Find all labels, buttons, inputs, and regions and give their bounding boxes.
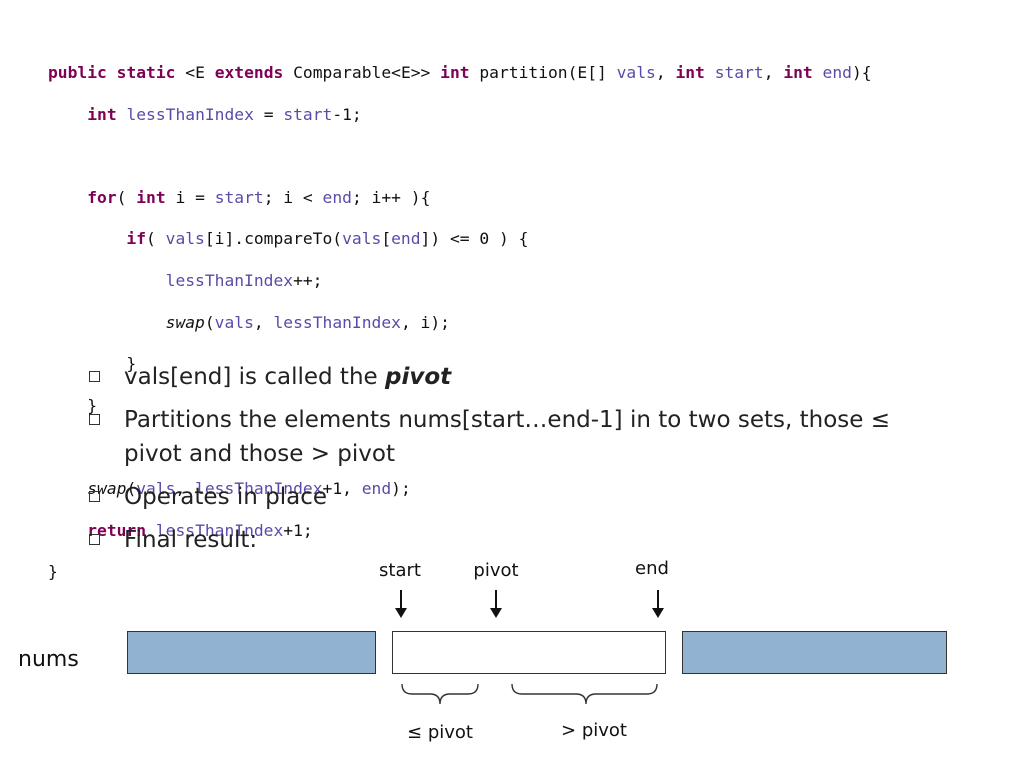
end-label: end (635, 558, 669, 579)
code-token: } (48, 562, 58, 582)
le-pivot-brace-icon (401, 683, 479, 705)
bullet-text: Partitions the elements nums[start…end-1… (124, 407, 890, 467)
code-token: int (87, 104, 117, 124)
code-token: = (253, 104, 284, 124)
partition-array-segment (392, 631, 666, 674)
code-line-6: lessThanIndex++; (48, 271, 872, 292)
bullet-emphasis: pivot (385, 364, 452, 390)
nums-label: nums (18, 647, 79, 672)
bullet-item: Final result: (86, 523, 946, 557)
code-line-13: } (48, 562, 872, 583)
code-token: swap (165, 312, 205, 332)
pivot-label: pivot (473, 560, 519, 581)
code-line-1: public static <E extends Comparable<E>> … (48, 63, 872, 84)
code-line-11: swap(vals, lessThanIndex+1, end); (48, 479, 872, 500)
code-line-4: for( int i = start; i < end; i++ ){ (48, 188, 872, 209)
end-arrow-icon (652, 590, 664, 618)
code-token: ( (126, 478, 137, 498)
code-token: i = (165, 187, 215, 207)
code-token: if (126, 229, 147, 249)
code-token: vals (616, 63, 656, 82)
code-token: vals (165, 229, 205, 249)
square-bullet-icon (89, 414, 100, 425)
code-line-7: swap(vals, lessThanIndex, i); (48, 313, 872, 334)
code-token: ( (204, 312, 215, 332)
code-token: end (322, 187, 352, 207)
bullet-text: vals[end] is called the (124, 364, 385, 390)
code-token: [ (381, 229, 392, 249)
code-line-2: int lessThanIndex = start-1; (48, 105, 872, 126)
code-token: extends (214, 63, 284, 82)
square-bullet-icon (89, 491, 100, 502)
code-line-9: } (48, 396, 872, 417)
code-token: -1; (332, 104, 362, 124)
code-token: lessThanIndex (126, 104, 254, 124)
code-token: [i].compareTo( (204, 229, 343, 249)
code-token: <E (175, 63, 215, 82)
code-token: start (214, 187, 264, 207)
code-token: swap (87, 478, 127, 498)
code-token: ( (146, 229, 166, 249)
code-token: lessThanIndex (165, 270, 294, 290)
code-token: int (783, 63, 813, 82)
code-token: ( (116, 187, 137, 207)
gt-pivot-label: > pivot (561, 720, 627, 741)
code-token: int (675, 63, 705, 82)
code-token: lessThanIndex (273, 312, 401, 332)
bullet-item: vals[end] is called the pivot (86, 360, 946, 394)
code-token: vals (214, 312, 254, 332)
code-token: lessThanIndex (195, 478, 323, 498)
code-token: } (48, 354, 137, 374)
code-token: ]) <= 0 ) { (420, 229, 529, 249)
code-token: start (714, 63, 764, 82)
code-token: start (283, 104, 333, 124)
left-array-segment (127, 631, 376, 674)
code-token: partition(E[] (469, 63, 617, 82)
code-token: ; i++ ){ (351, 187, 431, 207)
code-line-12: return lessThanIndex+1; (48, 521, 872, 542)
square-bullet-icon (89, 534, 100, 545)
code-token: ++; (293, 270, 323, 290)
code-token: int (136, 187, 166, 207)
bullet-text: Final result: (124, 527, 258, 553)
square-bullet-icon (89, 371, 100, 382)
code-token: vals (342, 229, 382, 249)
code-token: static (116, 63, 176, 82)
code-token: int (440, 63, 470, 82)
code-token: , (655, 63, 676, 82)
start-label: start (379, 560, 421, 581)
code-token: end (822, 63, 852, 82)
code-token: +1; (283, 520, 313, 540)
code-token: , (175, 478, 196, 498)
code-token: public (48, 63, 107, 82)
code-token: ); (391, 478, 411, 498)
code-token: vals (136, 478, 176, 498)
code-token: Comparable<E>> (283, 63, 441, 82)
code-token: } (48, 395, 98, 415)
code-token: for (87, 187, 117, 207)
bullet-item: Partitions the elements nums[start…end-1… (86, 403, 946, 471)
bullet-list: vals[end] is called the pivot Partitions… (86, 360, 946, 566)
code-token: ){ (851, 63, 872, 82)
code-block: public static <E extends Comparable<E>> … (48, 63, 872, 583)
code-token: end (361, 478, 392, 498)
code-token: , i); (400, 312, 450, 332)
pivot-arrow-icon (490, 590, 502, 618)
code-token: , (253, 312, 274, 332)
code-line-5: if( vals[i].compareTo(vals[end]) <= 0 ) … (48, 229, 872, 250)
bullet-item: Operates in place (86, 480, 946, 514)
right-array-segment (682, 631, 947, 674)
bullet-text: Operates in place (124, 484, 328, 510)
code-token: return (87, 520, 147, 540)
code-token: , (763, 63, 784, 82)
code-token: lessThanIndex (155, 520, 284, 540)
start-arrow-icon (395, 590, 407, 618)
code-token: end (391, 229, 421, 249)
code-token: ; i < (263, 187, 323, 207)
code-token: +1, (322, 478, 362, 498)
gt-pivot-brace-icon (511, 683, 658, 705)
le-pivot-label: ≤ pivot (407, 722, 473, 743)
code-line-8: } (48, 354, 872, 375)
